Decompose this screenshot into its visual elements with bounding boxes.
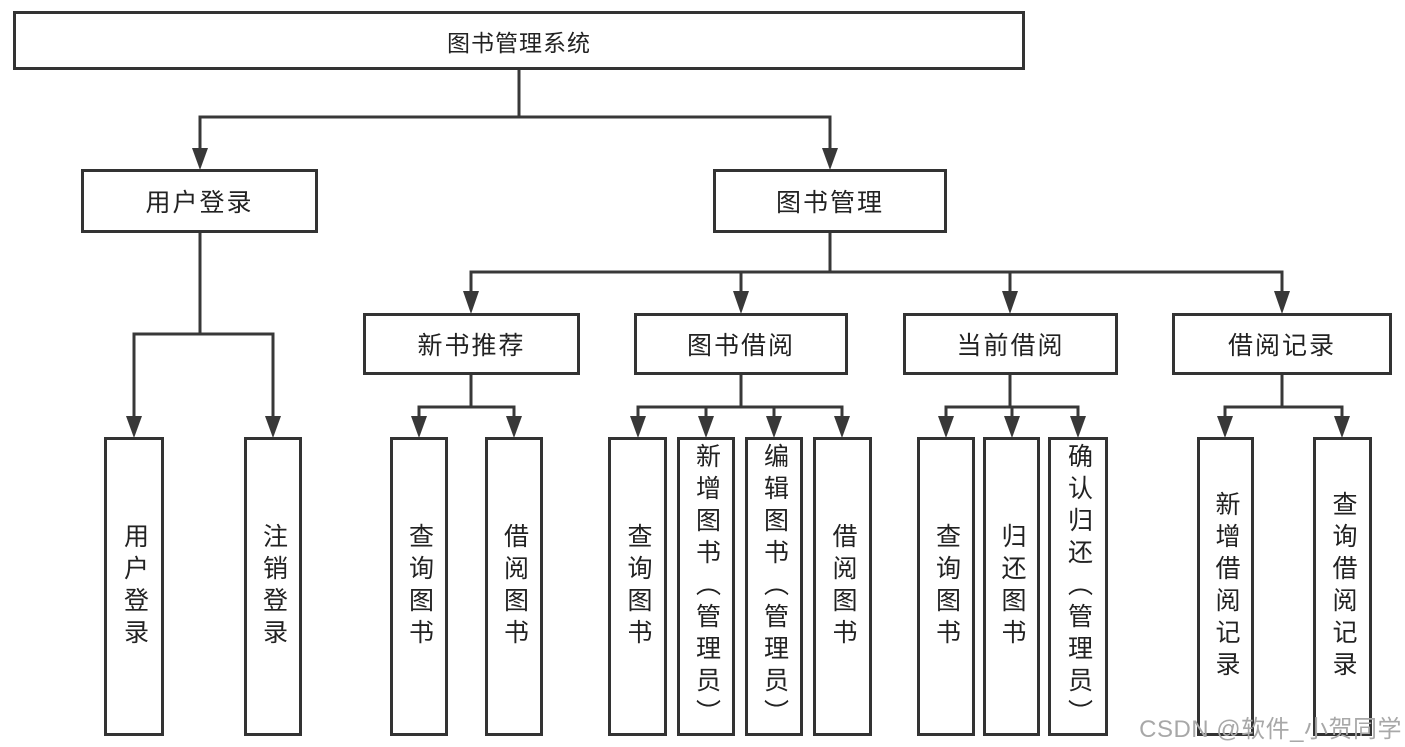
leaf-label: 注销登录	[259, 522, 288, 651]
node-borrowing-records: 借阅记录	[1172, 313, 1392, 375]
node-label: 当前借阅	[956, 332, 1065, 360]
leaf-return-books: 归还图书	[983, 437, 1040, 736]
node-library-management-system: 图书管理系统	[13, 11, 1025, 70]
leaf-query-books-newbook: 查询图书	[390, 437, 448, 736]
node-label: 借阅记录	[1227, 332, 1336, 360]
leaf-add-borrow-record: 新增借阅记录	[1197, 437, 1254, 736]
leaf-label: 用户登录	[120, 522, 149, 651]
leaf-label: 借阅图书	[500, 522, 529, 651]
node-book-borrowing: 图书借阅	[634, 313, 848, 375]
leaf-user-login: 用户登录	[104, 437, 164, 736]
leaf-label: 查询图书	[405, 522, 434, 651]
leaf-label: 新增图书（管理员）	[692, 442, 721, 731]
leaf-label: 查询借阅记录	[1329, 490, 1357, 683]
node-book-management: 图书管理	[713, 169, 947, 233]
leaf-borrow-books-newbook: 借阅图书	[485, 437, 543, 736]
node-label: 新书推荐	[417, 332, 526, 360]
node-user-login: 用户登录	[81, 169, 318, 233]
node-label: 图书管理	[775, 189, 884, 217]
leaf-query-borrow-record: 查询借阅记录	[1313, 437, 1372, 736]
leaf-query-books-borrowing: 查询图书	[608, 437, 667, 736]
leaf-label: 新增借阅记录	[1212, 490, 1240, 683]
node-new-book-recommendation: 新书推荐	[363, 313, 580, 375]
leaf-add-books-admin: 新增图书（管理员）	[677, 437, 735, 736]
node-label: 图书管理系统	[447, 29, 591, 56]
arrowheads	[126, 148, 1350, 438]
leaf-label: 借阅图书	[829, 522, 857, 651]
leaf-label: 确认归还（管理员）	[1064, 442, 1093, 731]
leaf-label: 归还图书	[998, 522, 1026, 651]
leaf-label: 查询图书	[932, 522, 961, 651]
node-label: 用户登录	[145, 189, 254, 217]
leaf-label: 查询图书	[624, 522, 652, 651]
leaf-borrow-books-borrowing: 借阅图书	[813, 437, 872, 736]
node-label: 图书借阅	[686, 332, 795, 360]
leaf-query-books-current: 查询图书	[917, 437, 975, 736]
csdn-watermark: CSDN @软件_小贺同学	[1139, 716, 1402, 743]
node-current-borrowing: 当前借阅	[903, 313, 1118, 375]
leaf-label: 编辑图书（管理员）	[760, 442, 789, 731]
leaf-logout-login: 注销登录	[244, 437, 302, 736]
leaf-edit-books-admin: 编辑图书（管理员）	[745, 437, 803, 736]
leaf-confirm-return-admin: 确认归还（管理员）	[1048, 437, 1108, 736]
